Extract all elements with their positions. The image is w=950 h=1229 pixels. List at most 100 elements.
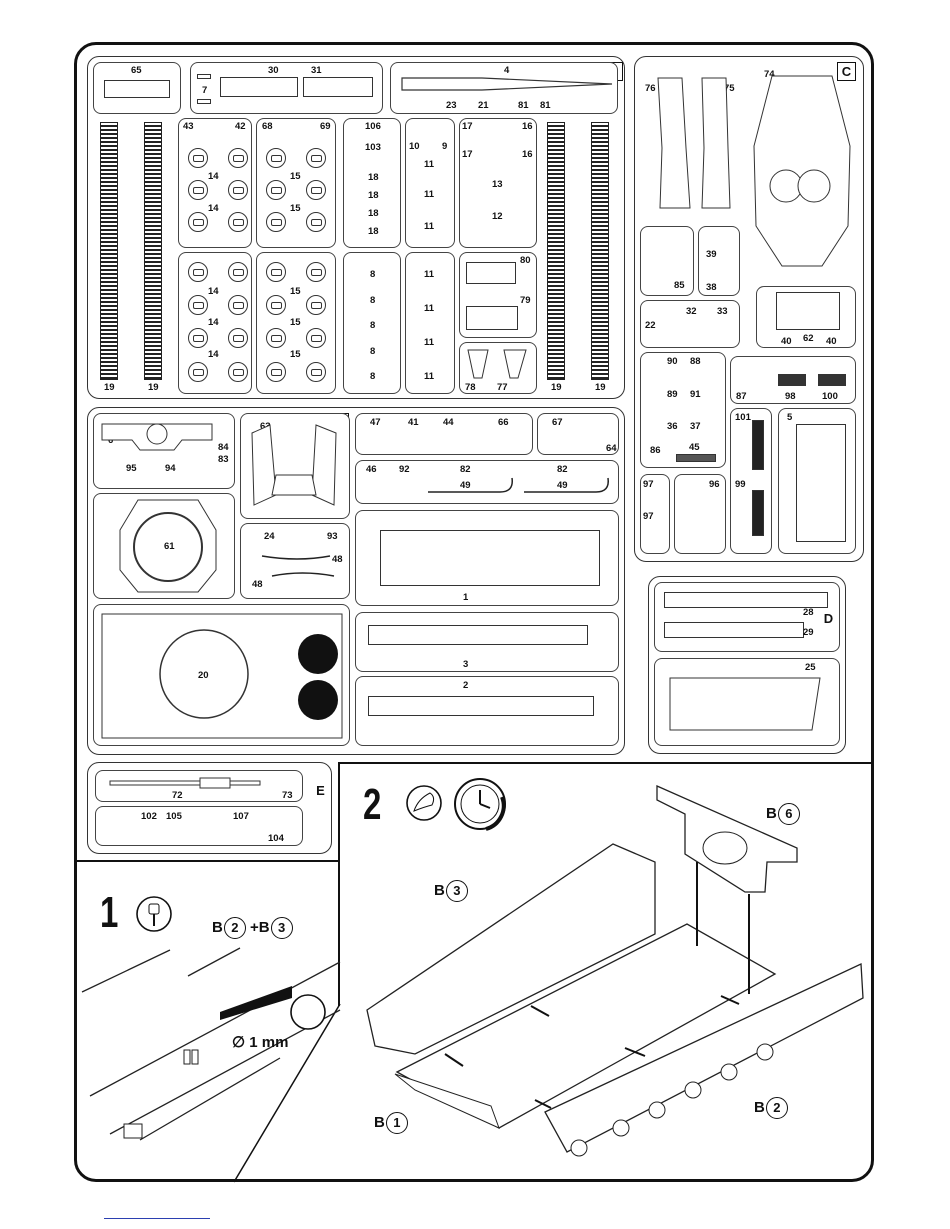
road-wheel — [306, 328, 326, 348]
part-6-shape — [101, 423, 213, 451]
road-wheel — [306, 212, 326, 232]
part-box-sprockets — [459, 118, 537, 248]
part-label-62: 62 — [803, 333, 814, 344]
part-label-42: 42 — [235, 121, 246, 132]
callout-letter: B — [374, 1114, 385, 1131]
part-label-11g: 11 — [424, 371, 435, 382]
part-label-22: 22 — [645, 320, 656, 331]
part-label-11b: 11 — [424, 189, 435, 200]
part-4-shape — [401, 77, 613, 91]
part-label-92: 92 — [399, 464, 410, 475]
part-74-shape — [753, 75, 851, 267]
part-7b-shape — [197, 99, 211, 104]
part-label-86: 86 — [650, 445, 661, 456]
part-box-41-47-66 — [355, 413, 533, 455]
part-label-15a: 15 — [290, 171, 301, 182]
road-wheel — [188, 362, 208, 382]
part-label-36: 36 — [667, 421, 678, 432]
part-label-40a: 40 — [781, 336, 792, 347]
callout-letter: B — [434, 882, 445, 899]
part-label-46: 46 — [366, 464, 377, 475]
footer-link-underline[interactable] — [104, 1218, 210, 1219]
part-label-8c: 8 — [370, 320, 376, 331]
part-label-3: 3 — [463, 659, 469, 670]
part-label-82a: 82 — [460, 464, 471, 475]
part-label-95: 95 — [126, 463, 137, 474]
part-label-15e: 15 — [290, 349, 301, 360]
part-box-8 — [343, 252, 401, 394]
part-label-14e: 14 — [208, 349, 219, 360]
part-label-17a: 17 — [462, 121, 473, 132]
sprue-a — [87, 56, 625, 399]
road-wheel — [188, 148, 208, 168]
road-wheel — [188, 180, 208, 200]
part-72-shape — [109, 777, 261, 789]
part-label-17b: 17 — [462, 149, 473, 160]
part-label-4: 4 — [504, 65, 510, 76]
part-label-90: 90 — [667, 356, 678, 367]
part-29-shape — [664, 622, 804, 638]
road-wheel — [188, 212, 208, 232]
part-label-11f: 11 — [424, 337, 435, 348]
road-wheel — [228, 362, 248, 382]
part-75-shape — [701, 77, 731, 209]
part-61-shape — [119, 499, 217, 593]
part-label-105: 105 — [166, 811, 182, 822]
part-label-16b: 16 — [522, 149, 533, 160]
part-label-32: 32 — [686, 306, 697, 317]
part-label-65: 65 — [131, 65, 142, 76]
part-label-103: 103 — [365, 142, 381, 153]
part-label-18c: 18 — [368, 208, 379, 219]
part-label-106: 106 — [365, 121, 381, 132]
part-label-21: 21 — [478, 100, 489, 111]
part-label-101: 101 — [735, 412, 751, 423]
part-label-9: 9 — [442, 141, 448, 152]
part-30-shape — [220, 77, 298, 97]
step-2-number: 2 — [363, 780, 382, 829]
road-wheel — [188, 262, 208, 282]
sprue-e — [87, 762, 332, 854]
part-label-8e: 8 — [370, 371, 376, 382]
road-wheel — [228, 295, 248, 315]
part-label-38: 38 — [706, 282, 717, 293]
part-box-99-101 — [730, 408, 772, 554]
part-label-29: 29 — [803, 627, 814, 638]
divider-horizontal — [338, 762, 872, 764]
part-label-25: 25 — [805, 662, 816, 673]
part-5-shape — [796, 424, 846, 542]
part-label-8a: 8 — [370, 269, 376, 280]
part-label-16a: 16 — [522, 121, 533, 132]
callout-letter: B — [212, 919, 223, 936]
sprue-c — [634, 56, 864, 562]
part-label-44: 44 — [443, 417, 454, 428]
part-label-39: 39 — [706, 249, 717, 260]
part-label-63: 63 — [260, 421, 271, 432]
road-wheel — [306, 180, 326, 200]
callout-letter: B — [766, 805, 777, 822]
part-label-97b: 97 — [643, 511, 654, 522]
part-box-88-91 — [640, 352, 726, 468]
track-link-19c — [547, 122, 565, 380]
part-label-43: 43 — [183, 121, 194, 132]
part-label-45: 45 — [689, 442, 700, 453]
part-label-8d: 8 — [370, 346, 376, 357]
cable-49-shape — [428, 477, 609, 493]
part-label-48b: 48 — [252, 579, 263, 590]
part-label-24: 24 — [264, 531, 275, 542]
part-label-48a: 48 — [332, 554, 343, 565]
part-label-74: 74 — [764, 69, 775, 80]
part-label-33: 33 — [717, 306, 728, 317]
part-label-76: 76 — [645, 83, 656, 94]
part-label-1: 1 — [463, 592, 469, 603]
part-label-14b: 14 — [208, 203, 219, 214]
road-wheel — [306, 362, 326, 382]
callout-plus: + — [250, 919, 259, 936]
part-label-19b: 19 — [148, 382, 159, 393]
part-label-81b: 81 — [540, 100, 551, 111]
part-25-shape — [669, 677, 821, 731]
part-label-73: 73 — [282, 790, 293, 801]
drill-size-label: ∅ 1 mm — [232, 1034, 289, 1051]
